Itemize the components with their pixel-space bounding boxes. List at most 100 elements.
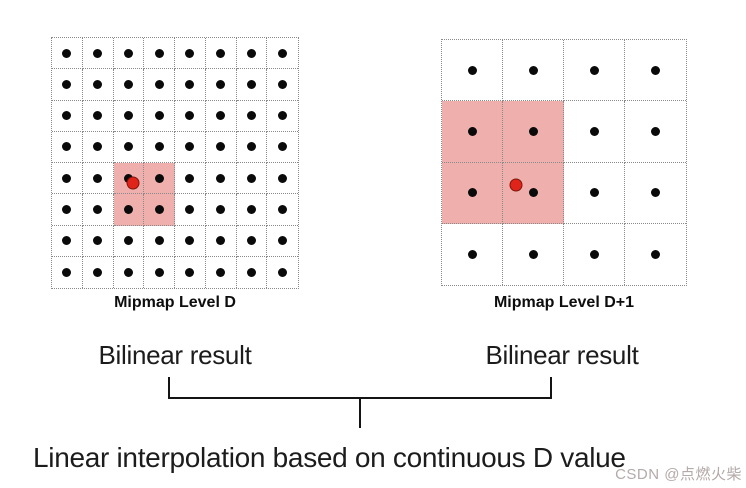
sample-point-dot [509, 178, 523, 192]
texel-cell [442, 40, 503, 102]
texel-cell [236, 163, 268, 195]
texel-cell [82, 194, 114, 226]
bottom-caption: Linear interpolation based on continuous… [33, 442, 626, 473]
texel-dot [93, 236, 103, 246]
texel-cell [52, 225, 83, 257]
texel-cell [52, 194, 83, 226]
texel-dot [123, 236, 133, 246]
grid-label-level-d: Mipmap Level D [114, 294, 236, 311]
texel-cell [175, 256, 206, 288]
texel-cell [564, 101, 625, 163]
texel-dot [154, 48, 164, 58]
texel-cell [175, 100, 206, 132]
texel-dot [278, 48, 288, 58]
texel-cell [205, 225, 237, 257]
texel-dot [528, 249, 538, 259]
texel-dot [62, 48, 72, 58]
texel-cell [82, 100, 114, 132]
texel-cell [175, 225, 206, 257]
texel-cell [175, 194, 206, 226]
texel-cell [205, 194, 237, 226]
texel-dot [246, 267, 256, 277]
texel-dot [93, 267, 103, 277]
texel-cell [113, 225, 145, 257]
texel-dot [216, 48, 226, 58]
texel-cell [175, 163, 206, 195]
texel-dot [154, 267, 164, 277]
texel-cell [144, 69, 175, 101]
texel-dot [185, 204, 195, 214]
texel-dot [216, 142, 226, 152]
texel-cell [236, 131, 268, 163]
texel-dot [93, 48, 103, 58]
texel-cell [52, 38, 83, 70]
texel-dot [246, 236, 256, 246]
texel-cell [52, 69, 83, 101]
texel-cell [82, 131, 114, 163]
texel-cell [144, 225, 175, 257]
texel-cell [205, 163, 237, 195]
texel-dot [467, 126, 477, 136]
texel-cell [236, 69, 268, 101]
texel-cell [82, 163, 114, 195]
caption-bilinear-result-right: Bilinear result [485, 340, 639, 370]
texel-dot [154, 173, 164, 183]
texel-cell [236, 38, 268, 70]
texel-cell [52, 131, 83, 163]
texel-dot [123, 204, 133, 214]
texel-dot [216, 79, 226, 89]
texel-cell [267, 194, 298, 226]
texel-dot [278, 236, 288, 246]
texel-dot [123, 267, 133, 277]
texel-dot [278, 173, 288, 183]
texel-dot [246, 79, 256, 89]
texel-cell [236, 225, 268, 257]
texel-dot [62, 79, 72, 89]
texel-dot [154, 142, 164, 152]
texel-dot [278, 111, 288, 121]
texel-dot [589, 65, 599, 75]
texel-cell [625, 40, 686, 102]
texel-cell [564, 162, 625, 224]
texel-cell [144, 38, 175, 70]
texel-cell [625, 224, 686, 285]
texel-dot [62, 142, 72, 152]
texel-dot [123, 79, 133, 89]
texel-dot [246, 111, 256, 121]
texel-cell [564, 223, 625, 285]
sample-point-dot [126, 176, 140, 190]
caption-bilinear-result-left: Bilinear result [98, 340, 252, 370]
texel-cell [175, 69, 206, 101]
texel-cell [113, 38, 145, 70]
texel-cell [52, 256, 83, 288]
texel-dot [651, 249, 660, 259]
texel-dot [185, 142, 195, 152]
mipmap-grid-level-d-plus-1 [441, 39, 687, 286]
texel-dot [467, 65, 477, 75]
texel-cell [83, 256, 114, 288]
texel-dot [185, 111, 195, 121]
texel-dot [589, 249, 599, 259]
texel-dot [651, 65, 660, 75]
texel-cell [236, 100, 268, 132]
texel-dot [62, 267, 72, 277]
texel-dot [589, 188, 599, 198]
texel-dot [651, 188, 660, 198]
texel-dot [278, 79, 288, 89]
texel-cell [52, 100, 83, 132]
texel-cell [625, 101, 686, 163]
texel-cell [267, 132, 298, 163]
texel-dot [216, 236, 226, 246]
texel-cell-highlighted [442, 101, 503, 163]
texel-dot [93, 204, 103, 214]
texel-cell [205, 38, 237, 70]
texel-cell [205, 131, 237, 163]
texel-dot [154, 79, 164, 89]
texel-cell-highlighted [144, 163, 175, 195]
texel-dot [93, 111, 103, 121]
texel-dot [528, 188, 538, 198]
texel-dot [589, 126, 599, 136]
texel-cell [267, 101, 298, 132]
texel-dot [185, 236, 195, 246]
